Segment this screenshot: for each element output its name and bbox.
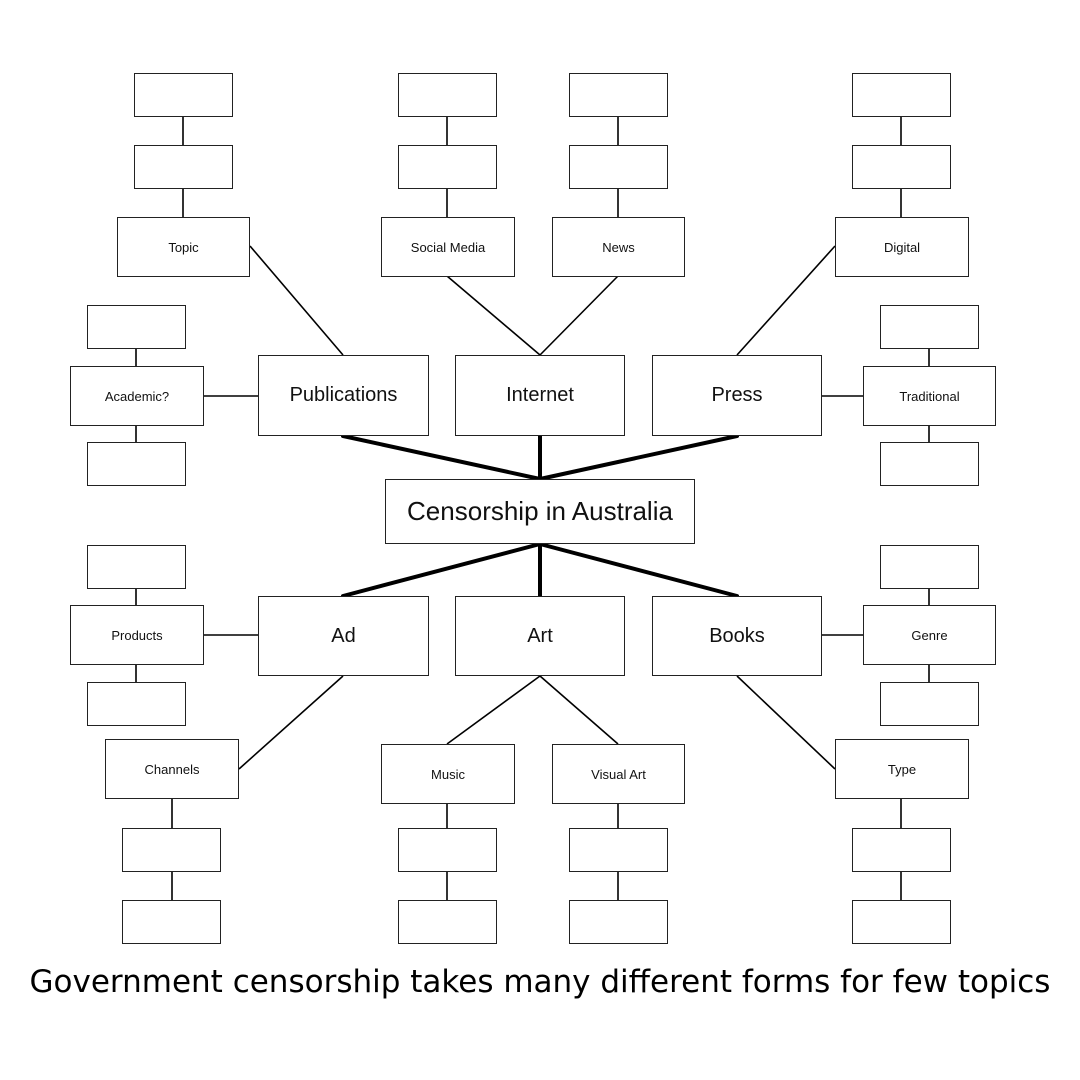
blank-box <box>880 442 979 486</box>
link-art-music <box>446 675 541 745</box>
subtopic-music: Music <box>381 744 515 804</box>
category-art: Art <box>455 596 625 676</box>
blank-box <box>852 73 951 117</box>
blank-box <box>398 145 497 189</box>
caption: Government censorship takes many differe… <box>29 964 1051 1000</box>
subtopic-academic: Academic? <box>70 366 204 426</box>
link-root-books <box>538 542 739 598</box>
category-label: Ad <box>331 624 356 647</box>
subtopic-products: Products <box>70 605 204 665</box>
subtopic-visual-art: Visual Art <box>552 744 685 804</box>
link-root-ad <box>341 542 542 598</box>
root-label: Censorship in Australia <box>407 496 673 526</box>
subtopic-label: Visual Art <box>591 766 646 782</box>
subtopic-genre: Genre <box>863 605 996 665</box>
link-art-visual-art <box>539 675 619 745</box>
blank-box <box>134 73 233 117</box>
subtopic-news: News <box>552 217 685 277</box>
subtopic-label: Music <box>431 766 465 782</box>
blank-box <box>87 682 186 726</box>
blank-box <box>880 682 979 726</box>
category-publications: Publications <box>258 355 429 436</box>
category-label: Books <box>709 624 765 647</box>
link-books-type <box>736 675 836 770</box>
blank-box <box>852 828 951 872</box>
link-internet-social-media <box>446 275 541 356</box>
subtopic-label: Genre <box>911 627 948 643</box>
subtopic-label: Topic <box>168 239 199 255</box>
subtopic-label: Academic? <box>104 388 170 404</box>
category-label: Press <box>711 384 763 406</box>
category-internet: Internet <box>455 355 625 436</box>
category-books: Books <box>652 596 822 676</box>
blank-box <box>122 828 221 872</box>
subtopic-label: Type <box>887 761 917 777</box>
link-root-publications <box>341 434 542 481</box>
blank-box <box>569 145 668 189</box>
subtopic-type: Type <box>835 739 969 799</box>
subtopic-label: News <box>602 239 635 255</box>
subtopic-social-media: Social Media <box>381 217 515 277</box>
link-ad-channels <box>238 675 344 770</box>
blank-box <box>880 545 979 589</box>
link-press-digital <box>736 245 836 356</box>
blank-box <box>880 305 979 349</box>
blank-box <box>122 900 221 944</box>
subtopic-label: Products <box>111 627 163 643</box>
subtopic-traditional: Traditional <box>863 366 996 426</box>
blank-box <box>398 828 497 872</box>
subtopic-label: Social Media <box>410 239 486 255</box>
category-press: Press <box>652 355 822 436</box>
subtopic-topic: Topic <box>117 217 250 277</box>
link-internet-news <box>539 275 619 356</box>
category-ad: Ad <box>258 596 429 676</box>
category-label: Art <box>527 624 553 647</box>
root-node: Censorship in Australia <box>385 479 695 544</box>
subtopic-channels: Channels <box>105 739 239 799</box>
blank-box <box>87 545 186 589</box>
blank-box <box>852 145 951 189</box>
link-root-press <box>538 434 739 481</box>
subtopic-digital: Digital <box>835 217 969 277</box>
subtopic-label: Channels <box>144 761 200 777</box>
category-label: Internet <box>506 384 574 406</box>
category-label: Publications <box>289 384 398 406</box>
link-publications-topic <box>249 245 344 356</box>
blank-box <box>569 828 668 872</box>
subtopic-label: Traditional <box>899 388 960 404</box>
blank-box <box>852 900 951 944</box>
blank-box <box>87 442 186 486</box>
blank-box <box>569 900 668 944</box>
blank-box <box>87 305 186 349</box>
blank-box <box>134 145 233 189</box>
blank-box <box>569 73 668 117</box>
subtopic-label: Digital <box>883 239 921 255</box>
blank-box <box>398 900 497 944</box>
blank-box <box>398 73 497 117</box>
